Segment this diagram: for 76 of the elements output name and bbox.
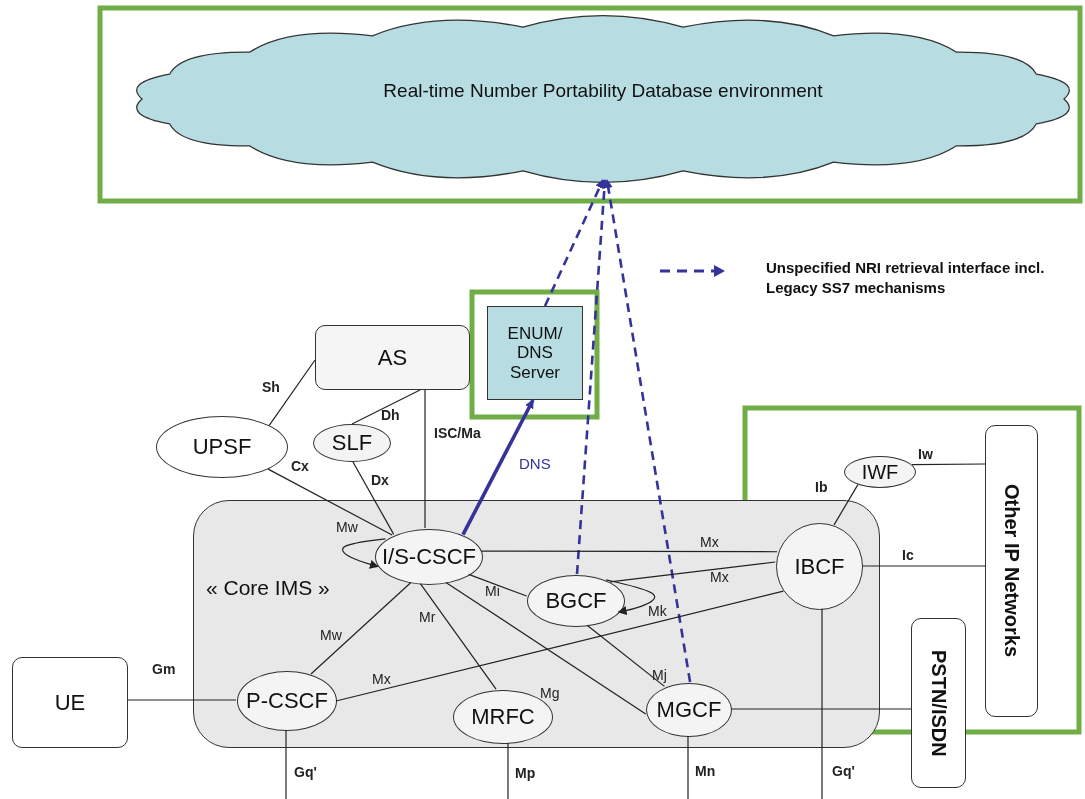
edge-label: DNS <box>519 456 551 471</box>
edge-label: Mk <box>648 604 667 618</box>
node-label: IWF <box>861 460 899 484</box>
connector-line <box>335 590 784 702</box>
edge-label: Ib <box>815 480 828 494</box>
network-box <box>985 425 1038 717</box>
edge-label: Mx <box>372 672 391 686</box>
node-label: UE <box>54 689 86 716</box>
arrow <box>341 538 386 569</box>
arrow <box>461 399 535 536</box>
process-box <box>315 325 470 390</box>
edge-label: Ic <box>902 548 914 562</box>
connector-line <box>352 461 395 535</box>
node-label: AS <box>377 344 408 371</box>
edge-label: Gm <box>152 662 176 676</box>
arrow <box>605 579 656 615</box>
edge-label: Gq' <box>294 765 317 779</box>
arrow <box>543 179 605 307</box>
edge-label: Sh <box>262 380 280 394</box>
connector-line <box>310 581 412 675</box>
connector-line <box>911 463 986 466</box>
node-label: UPSF <box>192 434 252 460</box>
connector-line <box>833 484 859 526</box>
server-box <box>487 306 583 400</box>
connector-line <box>445 581 647 715</box>
node-label: SLF <box>331 430 373 456</box>
node-label: Real-time Number Portability Database environment <box>383 80 823 102</box>
area-label: « Core IMS » <box>206 576 330 601</box>
arrow <box>603 179 692 683</box>
core-ims-area <box>193 500 880 748</box>
connector-line <box>586 624 666 687</box>
connector-line <box>821 608 823 799</box>
edge-label: ISC/Ma <box>434 426 481 440</box>
connector-line <box>285 729 287 799</box>
node-label: PSTN/ISDN <box>927 649 950 757</box>
connector-line <box>609 561 776 583</box>
edge-label: Cx <box>291 459 309 473</box>
edge-label: Mx <box>700 535 719 549</box>
edge-label: Mx <box>710 570 729 584</box>
arrow <box>575 179 609 575</box>
node-label: MGCF <box>656 697 722 723</box>
function-ellipse <box>527 575 625 627</box>
edge-label: Dh <box>381 408 400 422</box>
terminal-box <box>12 657 128 748</box>
connector-line <box>424 389 426 529</box>
edge-label: Mn <box>695 764 716 778</box>
connector-line <box>507 742 509 799</box>
connector-line <box>419 583 497 690</box>
edge-label: Mp <box>515 766 536 780</box>
node-label: Other IP Networks <box>1000 484 1023 658</box>
edge-label: Mw <box>320 628 342 642</box>
connector-line <box>861 565 986 567</box>
edge-label: Mr <box>419 610 436 624</box>
connector-line <box>730 708 912 710</box>
edge-label: Iw <box>918 447 933 461</box>
connector-line <box>267 468 393 536</box>
node-label: I/S-CSCF <box>381 544 477 570</box>
node-label: BGCF <box>545 588 607 614</box>
connector-line <box>268 359 316 426</box>
connector-line <box>468 573 528 597</box>
node-label: IBCF <box>794 553 845 580</box>
connector-line <box>687 735 689 799</box>
network-box <box>911 618 966 788</box>
node-label: P-CSCF <box>246 688 328 714</box>
edge-label: Mw <box>336 520 358 534</box>
edge-label: Dx <box>371 473 389 487</box>
connector-line <box>127 699 237 701</box>
edge-label: Mi <box>485 584 500 598</box>
edge-label: Gq' <box>832 764 855 778</box>
connector-line <box>351 389 421 425</box>
node-label: MRFC <box>471 704 535 730</box>
edge-label: Mj <box>652 668 667 682</box>
connector-line <box>480 550 778 553</box>
edge-label: Mg <box>540 686 560 700</box>
node-label: ENUM/ DNS Server <box>506 323 564 383</box>
legend-text: Unspecified NRI retrieval interface incl. Legacy SS7 mechanisms <box>766 258 1046 299</box>
